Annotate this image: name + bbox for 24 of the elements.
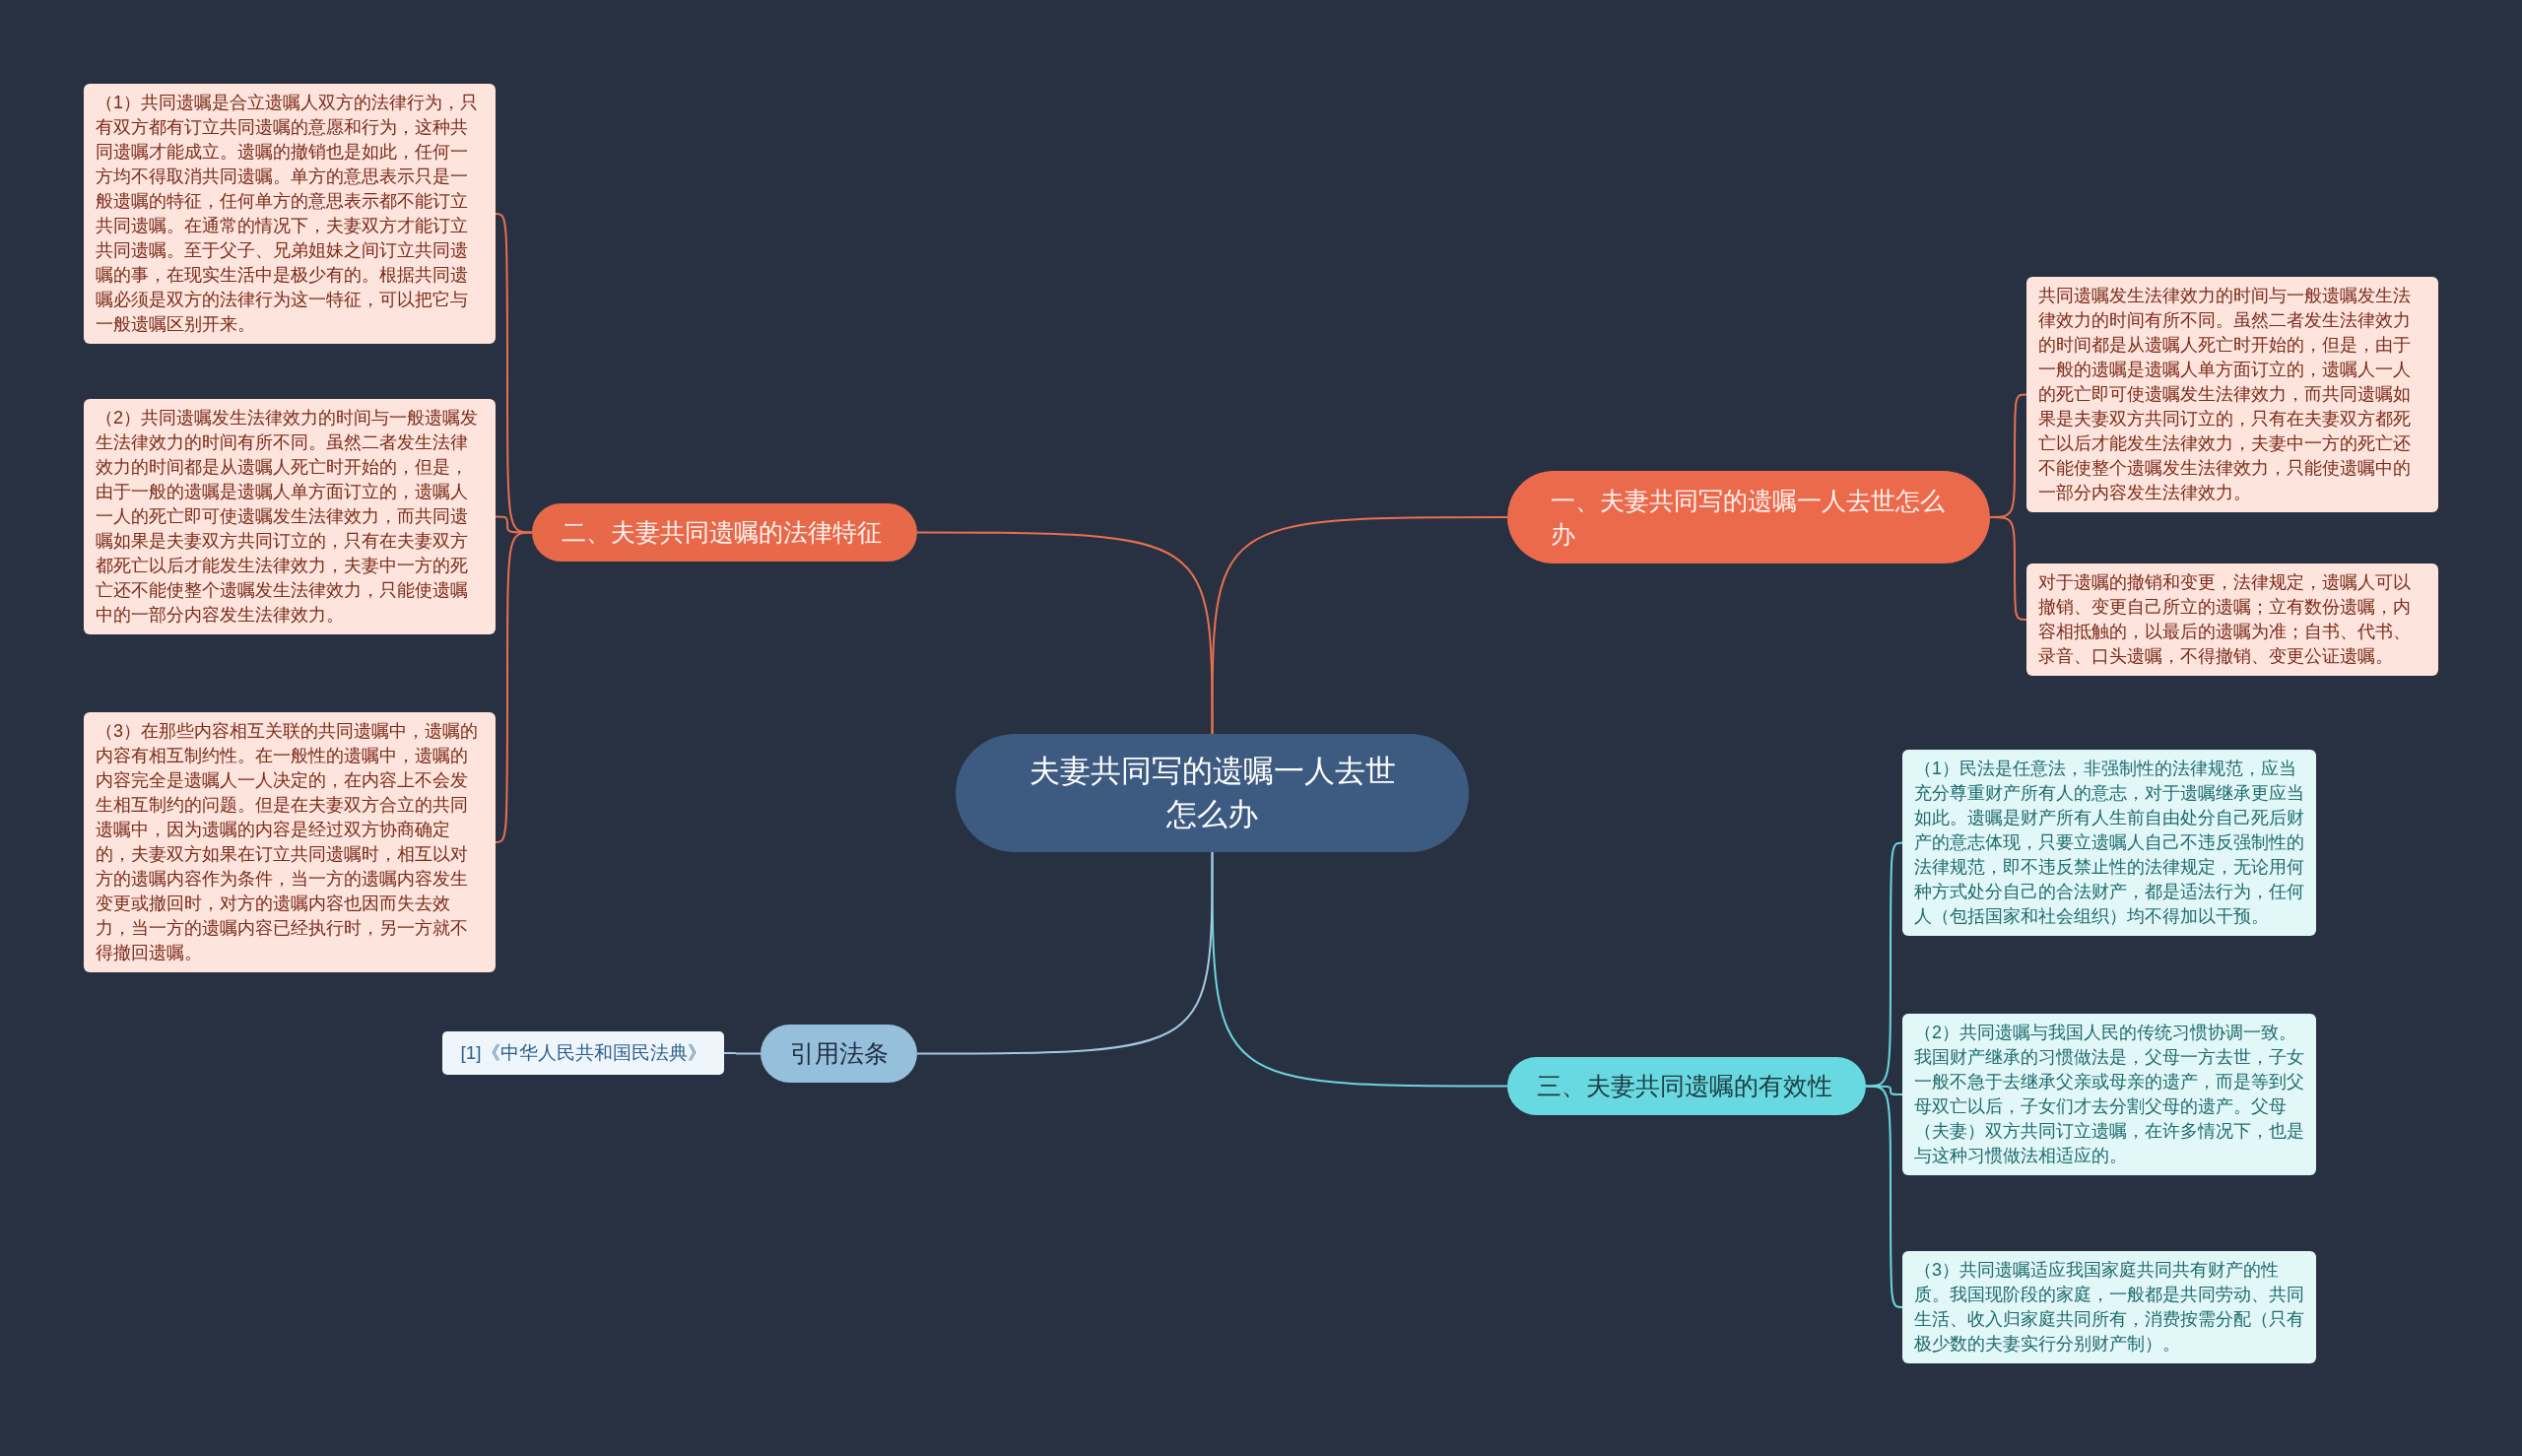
connector-line (723, 1052, 762, 1055)
connector-line (1211, 516, 1508, 735)
detail-note: （2）共同遗嘱与我国人民的传统习惯协调一致。我国财产继承的习惯做法是，父母一方去世，子女一般不急于去继承父亲或母亲的遗产，而是等到父母双亡以后，子女们才去分割父母的遗产。父母（夫妻）双方共同订立遗嘱，在许多情况下，也是与这种习惯做法相适应的。 (1902, 1014, 2316, 1175)
reference-note: [1]《中华人民共和国民法典》 (442, 1031, 724, 1075)
detail-note: 共同遗嘱发生法律效力的时间与一般遗嘱发生法律效力的时间有所不同。虽然二者发生法律效力的时间都是从遗嘱人死亡时开始的，但是，由于一般的遗嘱是遗嘱人单方面订立的，遗嘱人一人的死亡即可使遗嘱发生法律效力，而共同遗嘱如果是夫妻双方共同订立的，只有在夫妻双方都死亡以后才能发生法律效力，夫妻中一方的死亡还不能使整个遗嘱发生法律效力，只能使遗嘱中的一部分内容发生法律效力。 (2026, 277, 2438, 512)
connector-line (1865, 1085, 1903, 1308)
detail-note: 对于遗嘱的撤销和变更，法律规定，遗嘱人可以撤销、变更自己所立的遗嘱；立有数份遗嘱，内容相抵触的，以最后的遗嘱为准；自书、代书、录音、口头遗嘱，不得撤销、变更公证遗嘱。 (2026, 563, 2438, 676)
connector-line (495, 515, 533, 534)
branch-topic: 一、夫妻共同写的遗嘱一人去世怎么办 (1507, 471, 1990, 563)
detail-note: （2）共同遗嘱发生法律效力的时间与一般遗嘱发生法律效力的时间有所不同。虽然二者发生法律效力的时间都是从遗嘱人死亡时开始的，但是，由于一般的遗嘱是遗嘱人单方面订立的，遗嘱人一人的死亡即可使遗嘱发生法律效力，而共同遗嘱如果是夫妻双方共同订立的，只有在夫妻双方都死亡以后才能发生法律效力，夫妻中一方的死亡还不能使整个遗嘱发生法律效力，只能使遗嘱中的一部分内容发生法律效力。 (84, 399, 496, 634)
branch-topic: 引用法条 (761, 1025, 917, 1083)
connector-line (1989, 516, 2027, 621)
connector-line (495, 531, 533, 843)
connector-line (916, 531, 1214, 735)
detail-note: （3）在那些内容相互关联的共同遗嘱中，遗嘱的内容有相互制约性。在一般性的遗嘱中，遗嘱的内容完全是遗嘱人一人决定的，在内容上不会发生相互制约的问题。但是在夫妻双方合立的共同遗嘱中，因为遗嘱的内容是经过双方协商确定的，夫妻双方如果在订立共同遗嘱时，相互以对方的遗嘱内容作为条件，当一方的遗嘱内容发生变更或撤回时，对方的遗嘱内容也因而失去效力，当一方的遗嘱内容已经执行时，另一方就不得撤回遗嘱。 (84, 712, 496, 972)
connector-line (1865, 841, 1903, 1088)
detail-note: （1）共同遗嘱是合立遗嘱人双方的法律行为，只有双方都有订立共同遗嘱的意愿和行为，这种共同遗嘱才能成立。遗嘱的撤销也是如此，任何一方均不得取消共同遗嘱。单方的意思表示只是一般遗嘱的特征，任何单方的意思表示都不能订立共同遗嘱。在通常的情况下，夫妻双方才能订立共同遗嘱。至于父子、兄弟姐妹之间订立共同遗嘱的事，在现实生活中是极少有的。根据共同遗嘱必须是双方的法律行为这一特征，可以把它与一般遗嘱区别开来。 (84, 84, 496, 344)
detail-note: （1）民法是任意法，非强制性的法律规范，应当充分尊重财产所有人的意志，对于遗嘱继承更应当如此。遗嘱是财产所有人生前自由处分自己死后财产的意志体现，只要立遗嘱人自己不违反强制性的法律规范，即不违反禁止性的法律规定，无论用何种方式处分自己的合法财产，都是适法行为，任何人（包括国家和社会组织）均不得加以干预。 (1902, 750, 2316, 936)
branch-topic: 三、夫妻共同遗嘱的有效性 (1507, 1057, 1866, 1115)
connector-line (916, 851, 1214, 1055)
branch-topic: 二、夫妻共同遗嘱的法律特征 (532, 503, 917, 562)
root-topic: 夫妻共同写的遗嘱一人去世怎么办 (956, 734, 1469, 852)
detail-note: （3）共同遗嘱适应我国家庭共同共有财产的性质。我国现阶段的家庭，一般都是共同劳动、共同生活、收入归家庭共同所有，消费按需分配（只有极少数的夫妻实行分别财产制）。 (1902, 1251, 2316, 1363)
connector-line (1211, 851, 1508, 1088)
